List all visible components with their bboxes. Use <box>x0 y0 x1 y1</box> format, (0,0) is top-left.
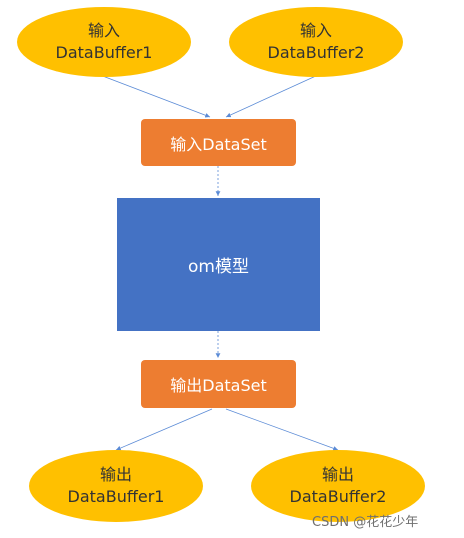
input-buffer1-node: 输入 DataBuffer1 <box>17 7 191 77</box>
input-dataset-node: 输入DataSet <box>141 119 296 166</box>
arrow-output-dataset-to-buffer1 <box>115 408 213 451</box>
output-dataset-label: 输出DataSet <box>170 376 267 395</box>
arrow-input-buffer2-to-input-dataset <box>225 74 319 118</box>
input-dataset-label: 输入DataSet <box>170 134 267 154</box>
input-buffer2-line1: 输入 <box>299 21 332 40</box>
om-model-label: om模型 <box>188 257 249 277</box>
output-buffer2-line2: DataBuffer2 <box>289 487 387 506</box>
csdn-watermark: CSDN @花花少年 <box>312 515 419 530</box>
output-dataset-node: 输出DataSet <box>141 360 296 408</box>
arrow-output-dataset-to-buffer2 <box>225 408 339 451</box>
output-buffer2-node: 输出 DataBuffer2 <box>251 450 425 522</box>
output-buffer1-line1: 输出 <box>99 465 132 484</box>
input-buffer2-line2: DataBuffer2 <box>267 43 365 62</box>
output-buffer1-node: 输出 DataBuffer1 <box>29 450 203 522</box>
om-model-node: om模型 <box>117 198 320 331</box>
arrow-input-buffer1-to-input-dataset <box>99 74 211 118</box>
output-buffer1-line2: DataBuffer1 <box>67 487 165 506</box>
output-buffer2-line1: 输出 <box>321 465 354 484</box>
input-buffer1-line2: DataBuffer1 <box>55 43 153 62</box>
input-buffer2-node: 输入 DataBuffer2 <box>229 7 403 77</box>
input-buffer1-line1: 输入 <box>87 21 120 40</box>
